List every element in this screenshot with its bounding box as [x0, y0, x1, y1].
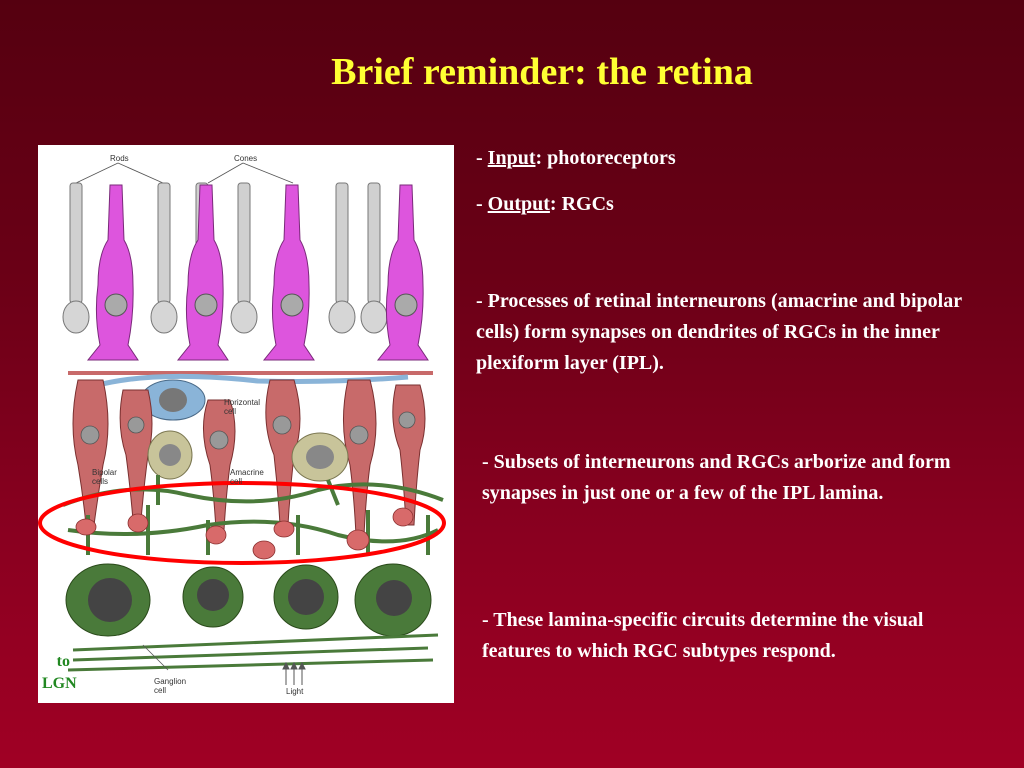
light-arrows — [282, 661, 306, 685]
bullet-input: - Input: photoreceptors — [476, 143, 676, 174]
bipolar-cells — [72, 379, 426, 536]
retina-diagram: Rods Cones Horizontal cell Bipolar cells… — [38, 145, 454, 703]
light-label: Light — [286, 687, 304, 696]
ganglion-cells — [65, 563, 439, 672]
retina-illustration — [38, 162, 446, 685]
synaptic-terminals — [75, 507, 414, 560]
bullet-output-rest: : RGCs — [549, 193, 614, 215]
bullet-input-rest: : photoreceptors — [535, 147, 676, 169]
rods-label: Rods — [110, 154, 129, 163]
ganglion-cell-label: Ganglion cell — [154, 677, 187, 695]
amacrine-cells — [147, 430, 349, 482]
ipl-dendrites — [62, 475, 444, 555]
horizontal-cell-label: Horizontal cell — [224, 398, 261, 416]
label-lines — [75, 162, 294, 184]
to-lgn-label: to LGN — [42, 653, 77, 692]
bullet-output-label: Output — [487, 193, 550, 215]
cones-label: Cones — [234, 154, 258, 163]
bullet-output-prefix: - — [476, 193, 488, 215]
bullet-input-prefix: - — [476, 147, 488, 169]
bullet-subsets: - Subsets of interneurons and RGCs arbor… — [482, 451, 951, 504]
bullet-lamina: - These lamina-specific circuits determi… — [482, 609, 924, 662]
bipolar-cells-label: Bipolar cells — [92, 468, 117, 486]
bullet-output: - Output: RGCs — [476, 189, 614, 220]
cones — [86, 184, 429, 361]
bullet-processes: - Processes of retinal interneurons (ama… — [476, 290, 962, 374]
bullet-input-label: Input — [487, 147, 536, 169]
amacrine-cell-label: Amacrine cell — [230, 468, 264, 486]
slide-title: Brief reminder: the retina — [331, 51, 753, 93]
ipl-highlight-ellipse — [38, 481, 446, 565]
